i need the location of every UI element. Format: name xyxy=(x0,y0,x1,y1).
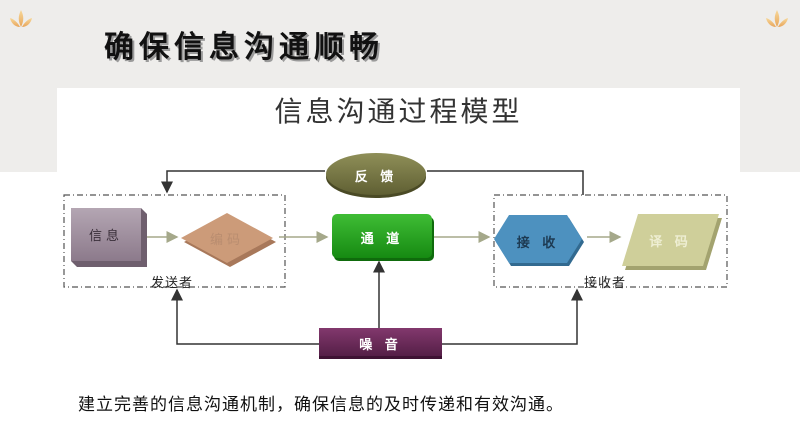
channel-label: 通 道 xyxy=(360,232,404,247)
lotus-icon-left xyxy=(10,10,32,27)
encode-node xyxy=(181,213,276,267)
noise-line-left xyxy=(171,288,319,345)
info-node xyxy=(71,208,147,267)
feedback-line-right xyxy=(427,170,584,195)
feedback-node xyxy=(326,153,426,198)
slide-caption: 建立完善的信息沟通机制，确保信息的及时传递和有效沟通。 xyxy=(78,395,564,415)
noise-line-right xyxy=(442,288,583,345)
lotus-icon-right xyxy=(766,10,788,27)
noise-label: 噪 音 xyxy=(359,338,402,353)
info-label: 信息 xyxy=(88,229,123,244)
channel-node xyxy=(332,214,434,261)
feedback-line-left xyxy=(161,170,325,194)
decode-label: 译 码 xyxy=(649,235,692,250)
diagram-canvas xyxy=(63,153,728,359)
noise-node xyxy=(319,328,442,359)
receive-label: 接 收 xyxy=(516,236,560,251)
decode-node xyxy=(622,214,722,270)
feedback-label: 反 馈 xyxy=(354,170,398,185)
sender-group-label: 发送者 xyxy=(151,276,194,291)
receiver-group-label: 接收者 xyxy=(584,276,627,291)
receive-node xyxy=(494,215,584,266)
slide-title: 确保信息沟通顺畅 xyxy=(104,30,384,65)
encode-label: 编码 xyxy=(209,233,244,248)
communication-model-diagram: 信息沟通过程模型 xyxy=(57,88,740,364)
receiver-group-box xyxy=(493,194,728,288)
diagram-title: 信息沟通过程模型 xyxy=(274,95,523,128)
